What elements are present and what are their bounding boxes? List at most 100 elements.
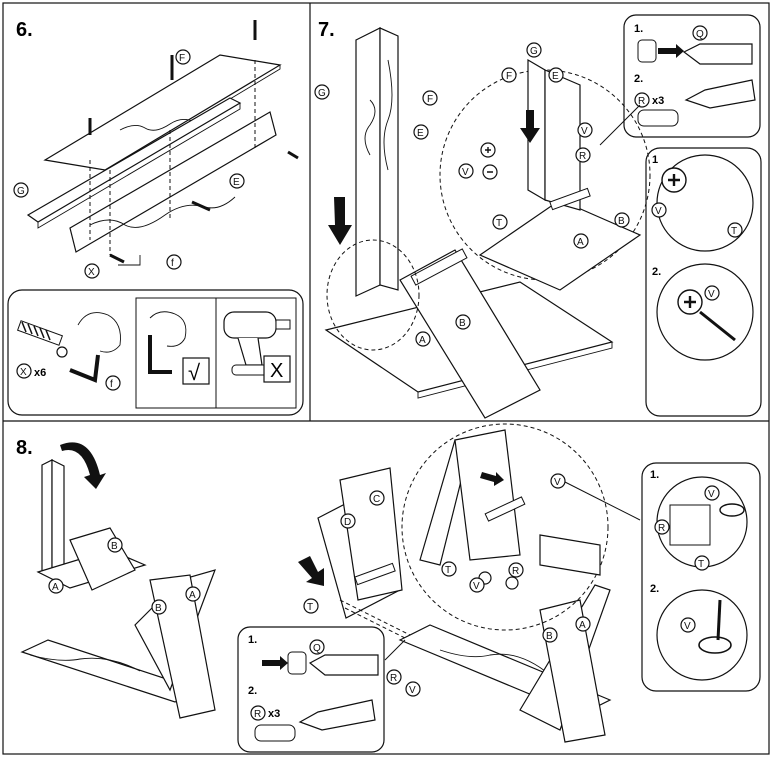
svg-text:C: C: [373, 494, 380, 505]
part-label-X-inset: X: [16, 363, 32, 379]
svg-text:E: E: [417, 128, 424, 139]
part-label-T7i: T: [727, 222, 743, 238]
part-label-V7b: V: [577, 122, 593, 138]
svg-text:V: V: [708, 289, 715, 300]
part-label-Q8: Q: [309, 639, 325, 655]
svg-text:Q: Q: [313, 643, 321, 654]
svg-text:f: f: [110, 379, 113, 390]
part-label-T8z: T: [441, 561, 457, 577]
part-label-D8: D: [340, 513, 356, 529]
camlock-inset-8: [641, 462, 761, 692]
manual-hand-icon: [149, 311, 187, 347]
dowel-count: x3: [652, 95, 664, 107]
svg-text:F: F: [427, 94, 433, 105]
step-8-number: 8.: [16, 437, 33, 459]
part-label-V8: V: [405, 681, 421, 697]
dowel-icon: [637, 109, 679, 127]
part-label-X: X: [84, 263, 100, 279]
svg-text:V: V: [708, 489, 715, 500]
svg-text:2.: 2.: [650, 583, 659, 595]
part-label-E: E: [229, 173, 245, 189]
svg-text:B: B: [459, 318, 466, 329]
svg-text:T: T: [307, 602, 313, 613]
glue-cap-icon-8: [287, 651, 307, 675]
down-arrow-icon: [328, 197, 352, 245]
part-label-A7: A: [415, 331, 431, 347]
svg-text:A: A: [189, 590, 196, 601]
svg-text:R: R: [638, 96, 645, 107]
cross-mark: X: [270, 360, 283, 382]
glue-bottle-icon-8: [308, 654, 379, 676]
part-label-E7z: E: [548, 67, 564, 83]
part-label-B8a: B: [107, 537, 123, 553]
svg-text:2.: 2.: [634, 73, 643, 85]
part-label-V8i2: V: [680, 617, 696, 633]
check-mark: √: [188, 360, 201, 385]
svg-text:X: X: [20, 367, 27, 378]
power-drill-icon: [223, 311, 291, 376]
step-6-number: 6.: [16, 19, 33, 41]
svg-text:A: A: [577, 237, 584, 248]
svg-text:R: R: [390, 673, 397, 684]
svg-text:1: 1: [652, 154, 658, 166]
svg-text:V: V: [462, 167, 469, 178]
part-label-A8a: A: [48, 578, 64, 594]
step-7: 7. G F E B A G F E V V R T B: [314, 14, 762, 419]
dowel-icon-8: [254, 724, 296, 742]
part-label-F: F: [175, 49, 191, 65]
dowel-count-8: x3: [268, 708, 280, 720]
glue-bottle-icon: [682, 43, 753, 65]
part-label-R8z: R: [508, 562, 524, 578]
part-label-R8i: R: [250, 705, 266, 721]
hand-icon: [77, 312, 121, 353]
detail-magnifier-8: [401, 423, 609, 631]
svg-text:A: A: [579, 620, 586, 631]
part-label-B7: B: [455, 314, 471, 330]
part-label-V7i1: V: [651, 202, 667, 218]
svg-text:Q: Q: [696, 29, 704, 40]
svg-text:E: E: [552, 71, 559, 82]
part-label-R7: R: [575, 147, 591, 163]
svg-text:V: V: [554, 477, 561, 488]
svg-text:D: D: [344, 517, 351, 528]
svg-text:G: G: [318, 88, 326, 99]
svg-text:1.: 1.: [634, 23, 643, 35]
glue-cap-icon: [637, 39, 657, 63]
part-label-V7i2: V: [704, 285, 720, 301]
screw-icon: [88, 20, 299, 264]
svg-text:2.: 2.: [652, 266, 661, 278]
svg-text:B: B: [546, 631, 553, 642]
part-label-C8: C: [369, 490, 385, 506]
part-label-f: f: [166, 254, 182, 270]
bolt-icon: [16, 320, 68, 358]
svg-text:R: R: [579, 151, 586, 162]
bolt-count: x6: [34, 367, 46, 379]
svg-text:E: E: [233, 177, 240, 188]
svg-text:f: f: [171, 258, 174, 269]
svg-text:2.: 2.: [248, 685, 257, 697]
svg-text:1.: 1.: [650, 469, 659, 481]
part-label-A8c: A: [575, 616, 591, 632]
hex-key-icon: [69, 354, 100, 383]
part-label-T7: T: [492, 214, 508, 230]
forbidden-checkbox: [263, 355, 291, 383]
svg-text:X: X: [88, 267, 95, 278]
part-label-R8i2: R: [654, 519, 670, 535]
svg-text:V: V: [581, 126, 588, 137]
part-label-B8c: B: [542, 627, 558, 643]
part-label-G: G: [13, 182, 29, 198]
part-label-B8b: B: [151, 599, 167, 615]
part-label-Q7: Q: [692, 25, 708, 41]
svg-text:F: F: [506, 71, 512, 82]
tool-inset: [7, 289, 304, 416]
svg-text:R: R: [254, 709, 261, 720]
svg-text:A: A: [52, 582, 59, 593]
svg-text:R: R: [658, 523, 665, 534]
step-8: 8. B A B A D C T R V B A: [16, 423, 761, 753]
part-label-f-inset: f: [105, 375, 121, 391]
svg-text:T: T: [445, 565, 451, 576]
part-label-A8b: A: [185, 586, 201, 602]
part-label-V7a: V: [458, 163, 474, 179]
svg-text:G: G: [530, 46, 538, 57]
